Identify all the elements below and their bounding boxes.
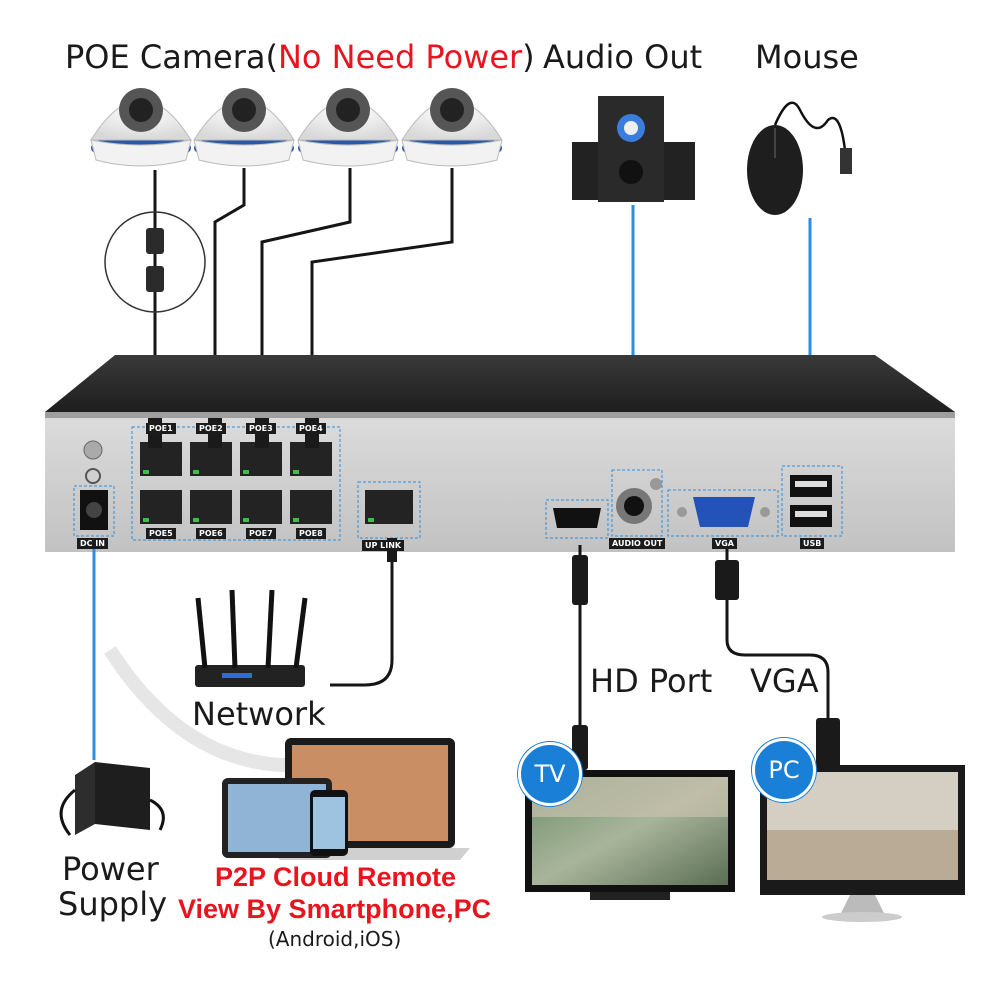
rj45-jack-icon <box>146 266 164 292</box>
network-label: Network <box>192 695 326 733</box>
port-label-audio-out: AUDIO OUT <box>609 538 666 549</box>
mouse-label: Mouse <box>755 38 859 76</box>
power-label: Power <box>62 850 159 888</box>
nvr-top <box>45 355 955 412</box>
port-label-dc-in: DC IN <box>77 538 108 549</box>
vga-cable <box>725 545 830 730</box>
audio-out-label: Audio Out <box>543 38 703 76</box>
router-icon <box>195 589 308 687</box>
audio-out-port <box>624 496 644 516</box>
remote-devices-icon <box>222 738 470 860</box>
pc-monitor-icon <box>760 765 965 922</box>
speaker-icon <box>572 96 695 202</box>
poe-camera-label: POE Camera(No Need Power) <box>65 38 535 76</box>
vga-port <box>693 497 755 527</box>
port-label-usb: USB <box>800 538 825 549</box>
hd-port-label: HD Port <box>590 662 713 700</box>
p2p-line1: P2P Cloud Remote <box>215 862 457 892</box>
camera-4 <box>401 88 503 167</box>
rj45-plug-icon <box>146 228 164 254</box>
port-label-poe7: POE7 <box>246 528 276 539</box>
poe-port-group <box>131 426 341 541</box>
supply-label: Supply <box>58 885 168 923</box>
p2p-line2: View By Smartphone,PC <box>178 894 492 924</box>
tv-badge: TV <box>518 742 582 806</box>
port-label-vga: VGA <box>712 538 737 549</box>
port-label-poe5: POE5 <box>146 528 176 539</box>
camera-1 <box>90 88 192 167</box>
camera-3 <box>297 88 399 167</box>
port-label-poe3: POE3 <box>246 423 276 434</box>
port-label-poe1: POE1 <box>146 423 176 434</box>
platforms-label: (Android,iOS) <box>268 927 402 951</box>
port-label-poe8: POE8 <box>296 528 326 539</box>
port-label-poe2: POE2 <box>196 423 226 434</box>
mouse-icon <box>747 101 852 215</box>
vga-label: VGA <box>750 662 819 700</box>
port-label-poe6: POE6 <box>196 528 226 539</box>
port-label-poe4: POE4 <box>296 423 326 434</box>
connector-zoom-circle <box>104 211 206 313</box>
port-label-uplink: UP LINK <box>362 540 405 551</box>
power-adapter-icon <box>59 762 165 836</box>
hdmi-port <box>553 508 601 528</box>
network-cable <box>330 538 394 687</box>
camera-2 <box>193 88 295 167</box>
pc-badge: PC <box>752 738 816 802</box>
